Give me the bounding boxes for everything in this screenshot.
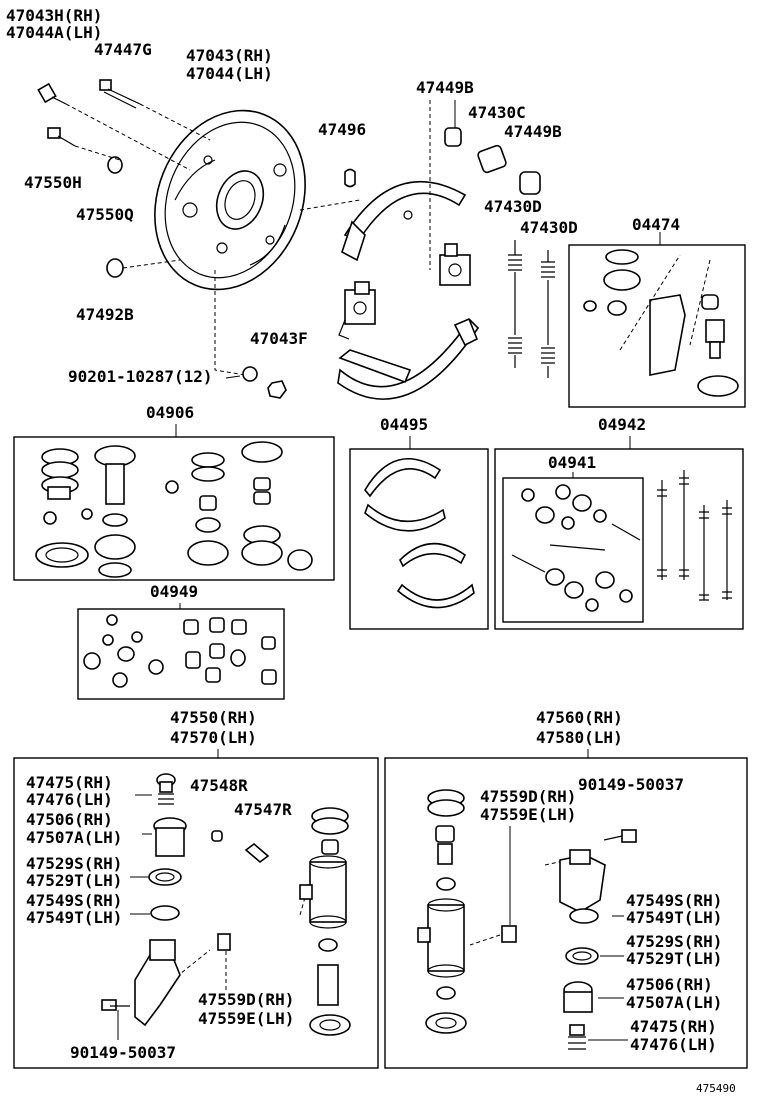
label-L-47559E: 47559E(LH): [198, 1009, 294, 1028]
label-04906: 04906: [146, 403, 194, 422]
brake-shoe-lower: [337, 317, 480, 400]
label-L-47529T: 47529T(LH): [26, 871, 122, 890]
anchor-pin-bolt: [99, 79, 141, 109]
bleeder-bolt: [47, 127, 76, 147]
label-04949: 04949: [150, 582, 198, 601]
label-R-47507A: 47507A(LH): [626, 993, 722, 1012]
label-90201-10287: 90201-10287(12): [68, 367, 213, 386]
kit-04474: [568, 232, 746, 408]
label-47043F: 47043F: [250, 329, 308, 348]
kit-04906: [13, 424, 335, 581]
return-spring-right: [541, 250, 555, 378]
label-47430D-upper: 47430D: [484, 197, 542, 216]
label-R-47529S: 47529S(RH): [626, 932, 722, 951]
label-04942: 04942: [598, 415, 646, 434]
label-47044: 47044(LH): [186, 64, 273, 83]
label-47550RH: 47550(RH): [170, 708, 257, 727]
label-47043H: 47043H(RH): [6, 6, 102, 25]
kit-04495: [349, 436, 489, 630]
grommet-47492B: [106, 258, 124, 278]
label-47449B-lower: 47449B: [504, 122, 562, 141]
wheel-cylinder-assy-left: 47475(RH) 47476(LH) 47548R 47506(RH) 475…: [13, 749, 379, 1069]
label-04941: 04941: [548, 453, 596, 472]
cap-47449B-upper: [444, 127, 462, 147]
label-L-47529S: 47529S(RH): [26, 854, 122, 873]
label-47430D-lower: 47430D: [520, 218, 578, 237]
wheel-cylinder-upper: [439, 243, 471, 286]
nut-47043F: [267, 380, 287, 399]
kit-04949: [77, 603, 285, 700]
label-47044A: 47044A(LH): [6, 23, 102, 42]
label-R-47475: 47475(RH): [630, 1017, 717, 1036]
label-47560RH: 47560(RH): [536, 708, 623, 727]
label-R-47559D: 47559D(RH): [480, 787, 576, 806]
label-L-47506: 47506(RH): [26, 810, 113, 829]
label-L-47549S: 47549S(RH): [26, 891, 122, 910]
label-47449B-upper: 47449B: [416, 78, 474, 97]
label-R-47549T: 47549T(LH): [626, 908, 722, 927]
washer-90201: [242, 366, 258, 382]
label-04474: 04474: [632, 215, 680, 234]
label-R-47506: 47506(RH): [626, 975, 713, 994]
label-47430C: 47430C: [468, 103, 526, 122]
kit-04942: [494, 436, 744, 630]
label-47043: 47043(RH): [186, 46, 273, 65]
label-04495: 04495: [380, 415, 428, 434]
label-R-47476: 47476(LH): [630, 1035, 717, 1054]
hub-bolt: [37, 82, 67, 105]
label-L-47507A: 47507A(LH): [26, 828, 122, 847]
wheel-cylinder-assy-right: 47559D(RH) 47559E(LH) 90149-50037 47549S…: [384, 749, 748, 1069]
label-47550Q: 47550Q: [76, 205, 134, 224]
grommet-47550Q: [107, 156, 123, 174]
figure-number: 475490: [696, 1082, 736, 1095]
label-47570LH: 47570(LH): [170, 728, 257, 747]
backing-plate: [154, 109, 306, 291]
cap-47449B-lower: [519, 171, 541, 195]
label-47492B: 47492B: [76, 305, 134, 324]
label-L-47549T: 47549T(LH): [26, 908, 122, 927]
label-L-90149: 90149-50037: [70, 1043, 176, 1062]
label-47447G: 47447G: [94, 40, 152, 59]
wheel-cylinder-lower: [338, 281, 376, 340]
label-R-47529T: 47529T(LH): [626, 949, 722, 968]
label-L-47548R: 47548R: [190, 776, 248, 795]
label-L-47559D: 47559D(RH): [198, 990, 294, 1009]
label-L-47475: 47475(RH): [26, 773, 113, 792]
label-47496: 47496: [318, 120, 366, 139]
label-R-90149: 90149-50037: [578, 775, 684, 794]
brake-shoe-upper: [341, 180, 467, 262]
label-L-47476: 47476(LH): [26, 790, 113, 809]
return-spring-left: [508, 240, 522, 368]
label-47580LH: 47580(LH): [536, 728, 623, 747]
label-R-47559E: 47559E(LH): [480, 805, 576, 824]
pin-47496: [344, 168, 356, 188]
label-47550H: 47550H: [24, 173, 82, 192]
label-R-47549S: 47549S(RH): [626, 891, 722, 910]
label-L-47547R: 47547R: [234, 800, 292, 819]
spring-47430C: [477, 144, 507, 174]
